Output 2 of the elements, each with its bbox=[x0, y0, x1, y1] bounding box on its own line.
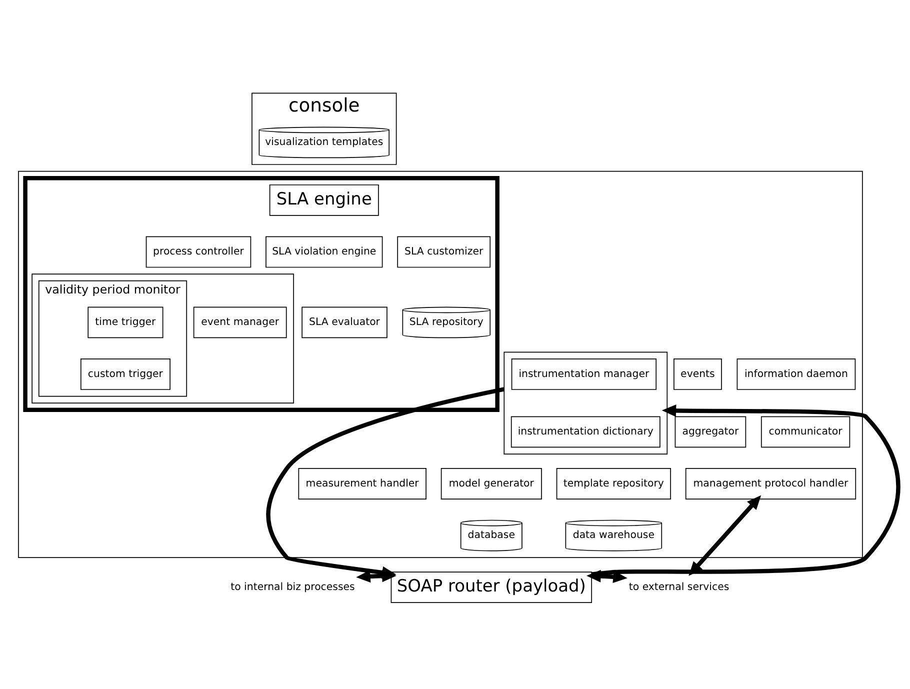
node-text: to internal biz processes bbox=[230, 582, 355, 593]
node-text: to external services bbox=[628, 582, 730, 593]
